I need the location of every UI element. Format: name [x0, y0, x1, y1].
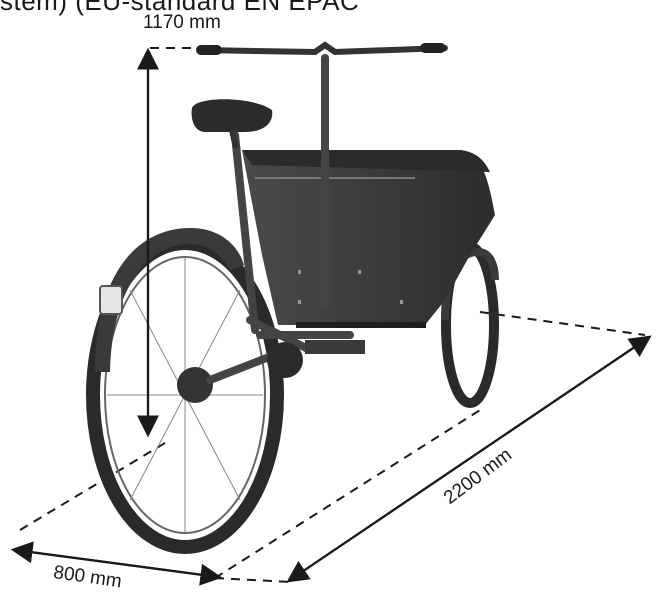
right-grip [420, 43, 446, 53]
rear-light [99, 285, 123, 315]
height-dimension-label: 1170 mm [143, 12, 221, 33]
rear-mudguard [95, 228, 244, 372]
mid-motor [267, 342, 303, 378]
top-caption: stem) (EU-standard EN EPAC [0, 0, 360, 16]
saddle [191, 99, 273, 132]
dimension-arrows [10, 47, 652, 586]
bike-frame [206, 54, 354, 384]
cargo-box [242, 150, 495, 328]
left-grip [196, 45, 222, 55]
handlebar [197, 41, 448, 56]
footplate [305, 340, 365, 354]
